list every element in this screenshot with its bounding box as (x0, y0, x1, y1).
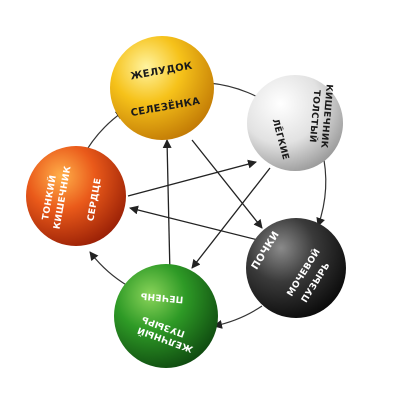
water-sphere: ПОЧКИ МОЧЕВОЙ ПУЗЫРЬ (246, 218, 346, 318)
metal-sphere: ТОЛСТЫЙ КИШЕЧНИК ЛЁГКИЕ (247, 75, 343, 171)
arc-water-to-wood (213, 305, 263, 329)
arc-wood-to-fire (89, 251, 129, 287)
arrow-fire-to-metal (127, 159, 257, 197)
arrow-metal-to-wood (191, 167, 271, 269)
arrow-wood-to-earth (162, 139, 172, 276)
control-cycle (127, 139, 271, 276)
wood-sphere: ПЕЧЕНЬ ЖЕЛЧНЫЙ ПУЗЫРЬ (114, 264, 218, 368)
earth-sphere: ЖЕЛУДОК СЕЛЕЗЁНКА (110, 36, 214, 140)
fire-sphere: ТОНКИЙ КИШЕЧНИК СЕРДЦЕ (26, 146, 126, 246)
arrow-earth-to-water (191, 139, 263, 229)
label-liver: ПЕЧЕНЬ (140, 290, 184, 304)
arrow-water-to-fire (129, 205, 259, 241)
